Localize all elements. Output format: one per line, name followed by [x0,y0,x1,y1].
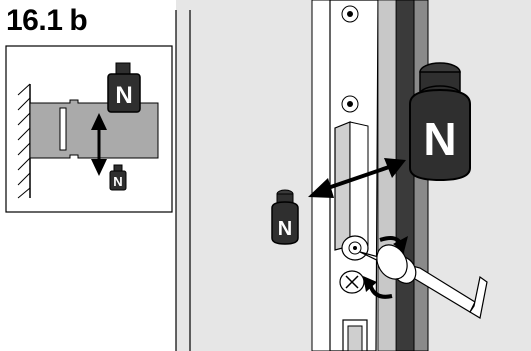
door-scene: N N [176,0,531,351]
step-number-letter: b [69,4,87,37]
profile-slot [60,108,66,150]
weight-label-large: N [423,113,456,165]
weight-label-inset-large: N [115,82,132,109]
top-screw [342,6,358,22]
lower-screw [340,271,364,293]
step-number-main: 16.1 [6,4,62,37]
frame-panel [190,0,312,351]
adjustment-screw [342,236,368,260]
weight-label-small: N [278,218,292,240]
inset-detail: N N [6,46,172,212]
weight-label-inset-small: N [113,174,122,189]
door-edge-dark [396,0,414,351]
mid-screw [342,96,358,112]
